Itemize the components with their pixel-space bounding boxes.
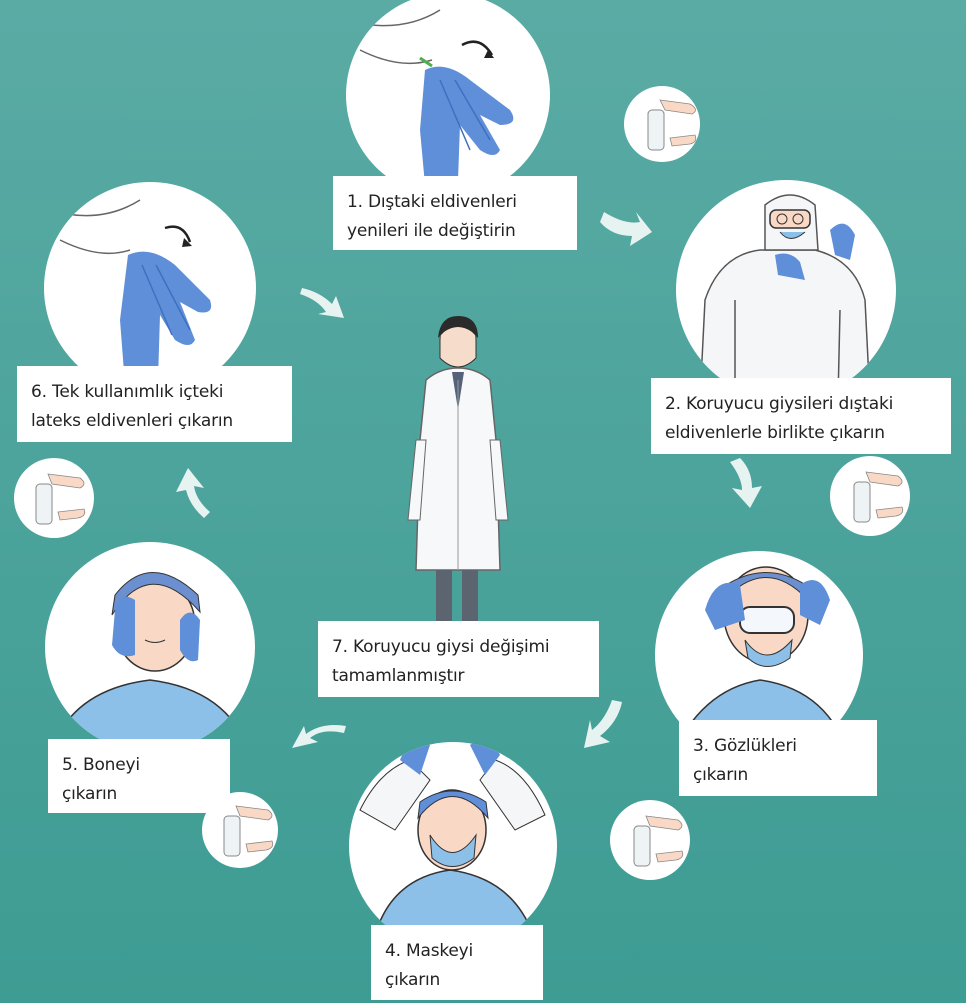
step-5-line-1: 5. Boneyi — [62, 751, 216, 780]
hand-sanitizer-icon — [14, 458, 94, 538]
step-3-label: 3. Gözlükleri çıkarın — [679, 720, 877, 796]
step-1-line-2: yenileri ile değiştirin — [347, 217, 563, 246]
step-7-label: 7. Koruyucu giysi değişimi tamamlanmıştı… — [318, 621, 599, 697]
step-6-label: 6. Tek kullanımlık içteki lateks eldiven… — [17, 366, 292, 442]
step-2-line-2: eldivenlerle birlikte çıkarın — [665, 419, 937, 448]
step-3-line-2: çıkarın — [693, 761, 863, 790]
step-5-label: 5. Boneyi çıkarın — [48, 739, 230, 813]
step-1-label: 1. Dıştaki eldivenleri yenileri ile deği… — [333, 176, 577, 250]
step-6-line-1: 6. Tek kullanımlık içteki — [31, 378, 278, 407]
step-4-line-1: 4. Maskeyi — [385, 937, 529, 966]
step-7-line-1: 7. Koruyucu giysi değişimi — [332, 633, 585, 662]
hand-sanitizer-icon — [624, 86, 700, 162]
step-5-line-2: çıkarın — [62, 780, 216, 809]
step-4-label: 4. Maskeyi çıkarın — [371, 925, 543, 1000]
step-6-line-2: lateks eldivenleri çıkarın — [31, 407, 278, 436]
step-1-line-1: 1. Dıştaki eldivenleri — [347, 188, 563, 217]
hand-sanitizer-icon — [830, 456, 910, 536]
hand-sanitizer-icon — [610, 800, 690, 880]
step-3-line-1: 3. Gözlükleri — [693, 732, 863, 761]
step-2-label: 2. Koruyucu giysileri dıştaki eldivenler… — [651, 378, 951, 454]
step-7-line-2: tamamlanmıştır — [332, 662, 585, 691]
gown-removal-illustration — [676, 180, 896, 400]
step-2-line-1: 2. Koruyucu giysileri dıştaki — [665, 390, 937, 419]
inner-glove-removal-illustration — [44, 182, 256, 394]
step-4-line-2: çıkarın — [385, 966, 529, 995]
